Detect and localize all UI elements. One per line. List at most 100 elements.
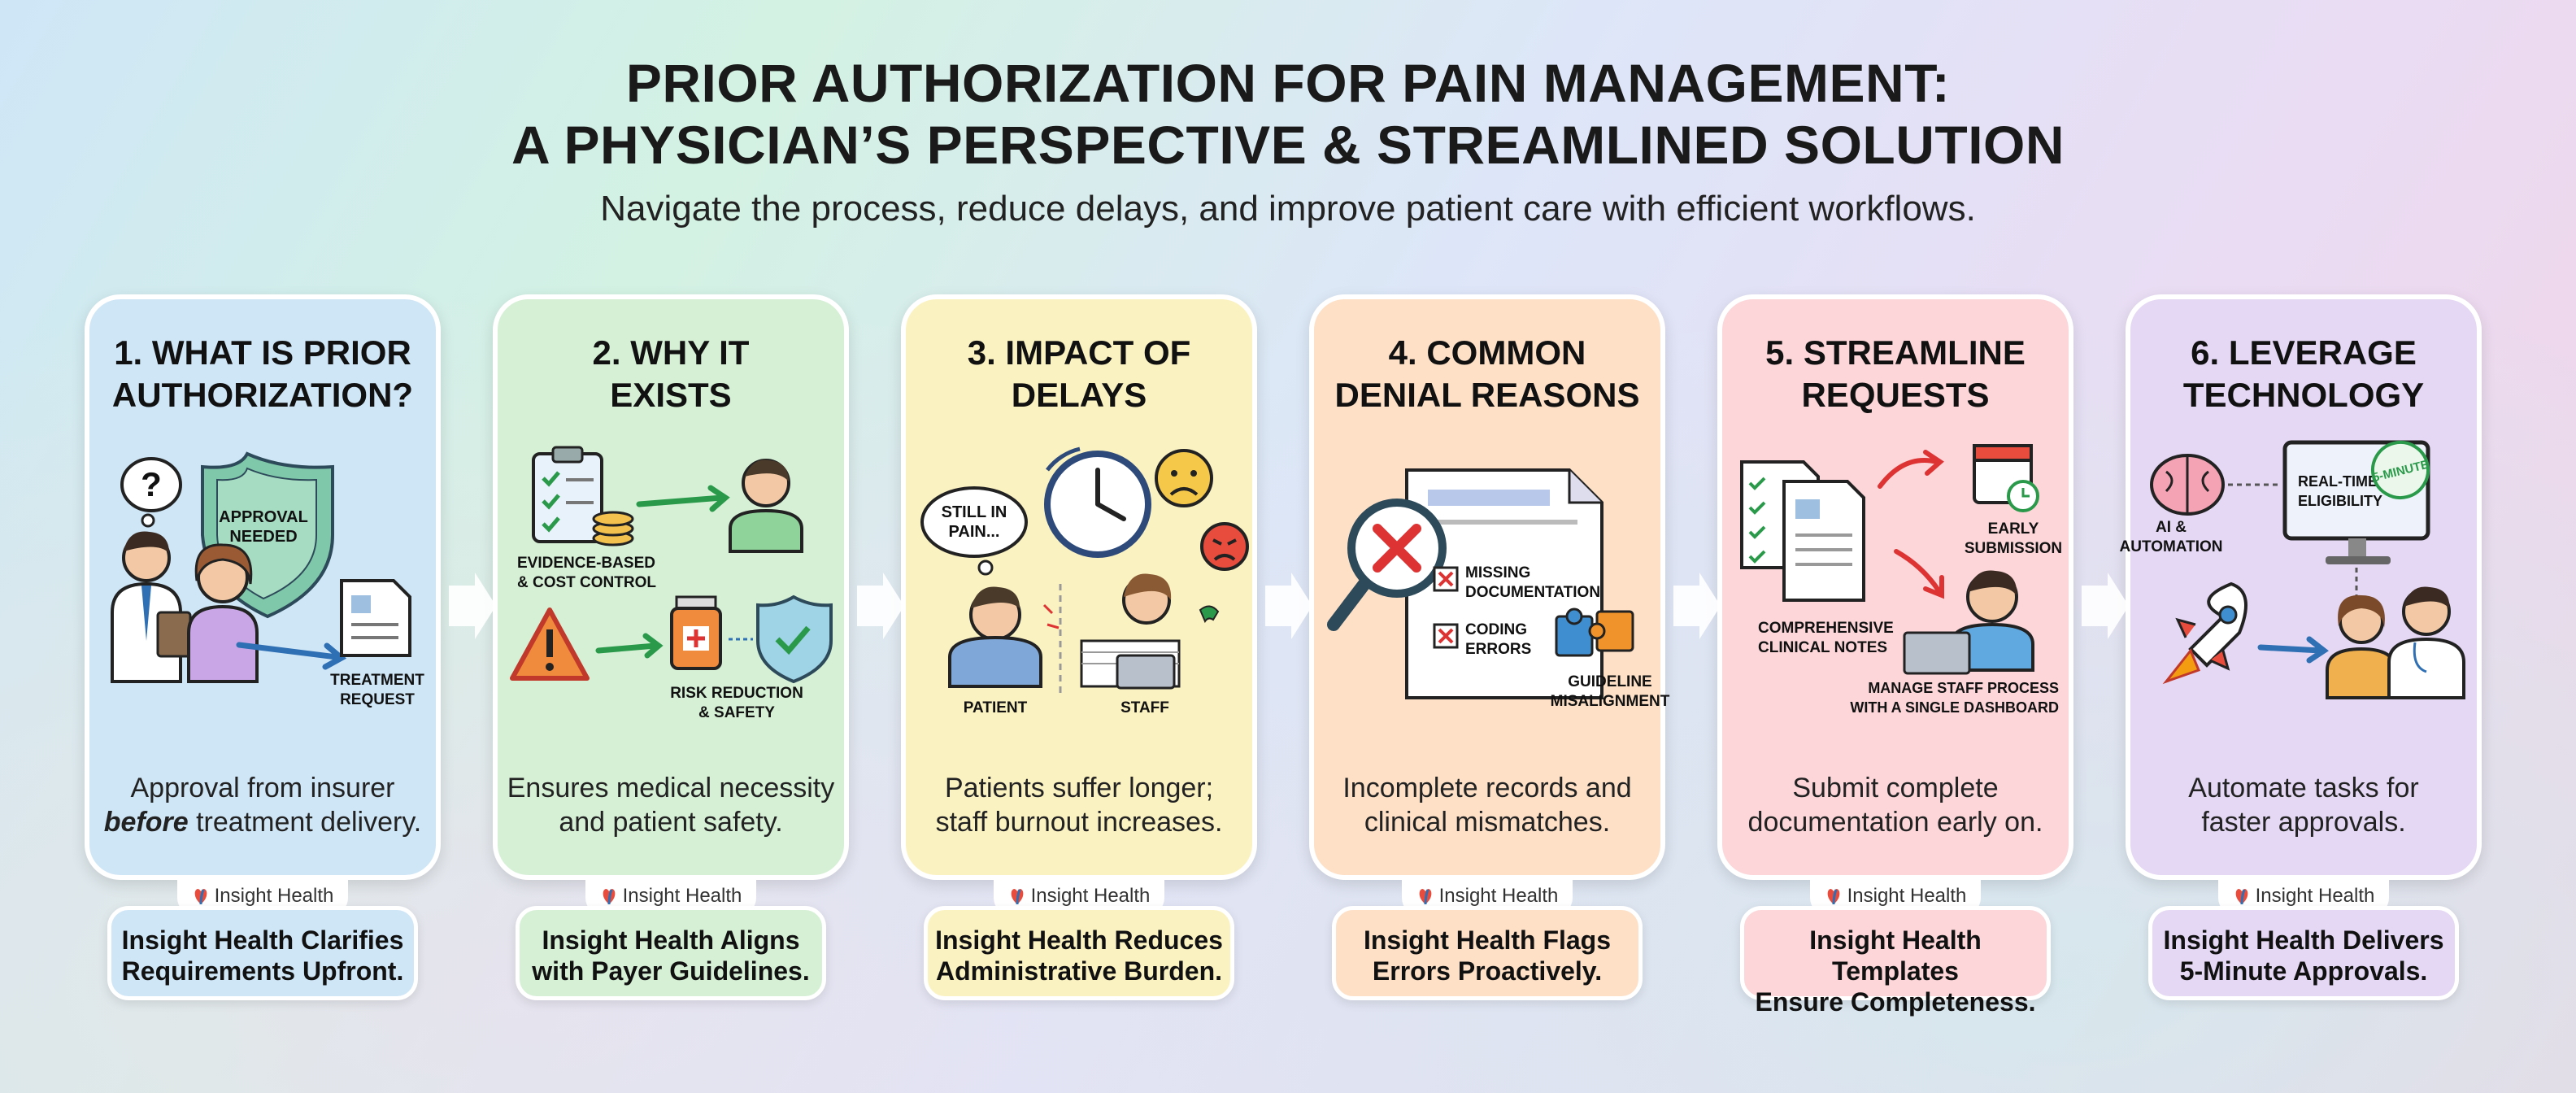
flow-arrow-icon xyxy=(449,573,496,639)
brand-label: Insight Health xyxy=(2218,885,2389,908)
treatment-label-2: REQUEST xyxy=(340,691,415,708)
flow-arrow-icon xyxy=(857,573,904,639)
svg-text:?: ? xyxy=(141,465,162,503)
ai-label-1: AI & xyxy=(2156,519,2187,536)
early-label-1: EARLY xyxy=(1988,520,2039,538)
missing-label-1: MISSING xyxy=(1465,564,1530,581)
sad-face-icon xyxy=(1155,449,1213,507)
treatment-request-doc-icon xyxy=(340,579,411,657)
ai-label-2: AUTOMATION xyxy=(2119,538,2222,555)
step-3-illustration: STILL IN PAIN... PATIENT STAFF xyxy=(920,446,1249,716)
realtime-label-2: ELIGIBILITY xyxy=(2298,493,2382,509)
patient-label: PATIENT xyxy=(964,699,1028,716)
bubble-label-2: PAIN... xyxy=(949,523,1000,541)
coins-icon xyxy=(592,511,634,546)
insight-health-logo-icon xyxy=(194,889,207,905)
magnifier-icon xyxy=(1327,499,1447,631)
evidence-label-1: EVIDENCE-BASED xyxy=(517,555,655,572)
insight-health-logo-icon xyxy=(603,889,615,905)
person-icon xyxy=(729,459,803,553)
bubble-label-1: STILL IN xyxy=(942,503,1007,521)
step-1-description: Approval from insurer before treatment d… xyxy=(103,773,422,838)
puzzle-icon xyxy=(1555,607,1634,657)
checklist-docs-icon xyxy=(1740,460,1865,602)
brain-icon xyxy=(2150,454,2225,516)
stamp-badge: 5-MINUTE xyxy=(2371,441,2430,499)
flow-arrow-icon xyxy=(1265,573,1312,639)
manage-label-2: WITH A SINGLE DASHBOARD xyxy=(1850,699,2059,716)
early-label-2: SUBMISSION xyxy=(1965,540,2062,557)
clock-icon xyxy=(1044,446,1151,558)
approval-label-2: NEEDED xyxy=(229,528,297,546)
patient-icon-6 xyxy=(2326,594,2397,699)
realtime-label-1: REAL-TIME xyxy=(2298,473,2378,490)
treatment-label-1: TREATMENT xyxy=(330,672,424,689)
staff-label: STAFF xyxy=(1120,699,1169,716)
page-title-line1: PRIOR AUTHORIZATION FOR PAIN MANAGEMENT: xyxy=(625,53,1951,113)
step-3-description: Patients suffer longer;staff burnout inc… xyxy=(935,773,1223,838)
step-4-illustration: MISSING DOCUMENTATION CODING ERRORS GUID… xyxy=(1327,468,1670,710)
step-1-illustration: APPROVAL NEEDED ? xyxy=(111,451,424,708)
guideline-label-1: GUIDELINE xyxy=(1568,673,1651,690)
guideline-label-2: MISALIGNMENT xyxy=(1551,693,1670,710)
check-shield-icon xyxy=(756,594,833,684)
doctor-icon-6 xyxy=(2387,586,2465,699)
insight-health-logo-icon xyxy=(1011,889,1023,905)
patient-in-pain-icon xyxy=(948,586,1060,688)
step-5-illustration: EARLY SUBMISSION COMPREHENSIVE CLINICAL … xyxy=(1740,444,2062,716)
step-2-illustration: EVIDENCE-BASED & COST CONTROL RISK REDUC… xyxy=(510,446,833,721)
coding-label-2: ERRORS xyxy=(1465,641,1531,658)
angry-face-icon xyxy=(1200,522,1249,571)
coding-label-1: CODING xyxy=(1465,621,1527,638)
doctor-icon xyxy=(111,531,192,683)
manage-label-1: MANAGE STAFF PROCESS xyxy=(1868,680,2059,696)
warning-icon xyxy=(510,607,590,681)
checkbox-x-icon-2 xyxy=(1433,623,1459,649)
question-bubble-icon: ? xyxy=(120,457,182,528)
flow-arrow-icon xyxy=(1673,573,1721,639)
brand-label: Insight Health xyxy=(994,885,1164,908)
insight-health-logo-icon xyxy=(1419,889,1431,905)
calendar-icon xyxy=(1973,444,2039,512)
approval-label-1: APPROVAL xyxy=(219,508,308,526)
insight-health-logo-icon xyxy=(2235,889,2247,905)
patient-icon xyxy=(187,543,259,683)
brand-label: Insight Health xyxy=(1810,885,1981,908)
step-6-illustration: AI & AUTOMATION REAL-TIME ELIGIBILITY 5-… xyxy=(2119,440,2465,699)
speech-bubble xyxy=(920,486,1028,576)
risk-label-1: RISK REDUCTION xyxy=(670,685,803,702)
flow-arrow-icon xyxy=(2082,573,2129,639)
staff-laptop-icon xyxy=(1903,570,2034,675)
rocket-icon xyxy=(2162,581,2247,685)
notes-label-1: COMPREHENSIVE xyxy=(1758,620,1894,637)
evidence-label-2: & COST CONTROL xyxy=(517,574,656,591)
brand-label: Insight Health xyxy=(177,885,348,908)
notes-label-2: CLINICAL NOTES xyxy=(1758,639,1887,656)
brand-label: Insight Health xyxy=(1402,885,1573,908)
clipboard-icon xyxy=(532,446,603,543)
page-subtitle: Navigate the process, reduce delays, and… xyxy=(600,189,1976,229)
checkbox-x-icon-1 xyxy=(1433,566,1459,592)
staff-icon xyxy=(1080,573,1220,690)
missing-label-2: DOCUMENTATION xyxy=(1465,584,1600,601)
